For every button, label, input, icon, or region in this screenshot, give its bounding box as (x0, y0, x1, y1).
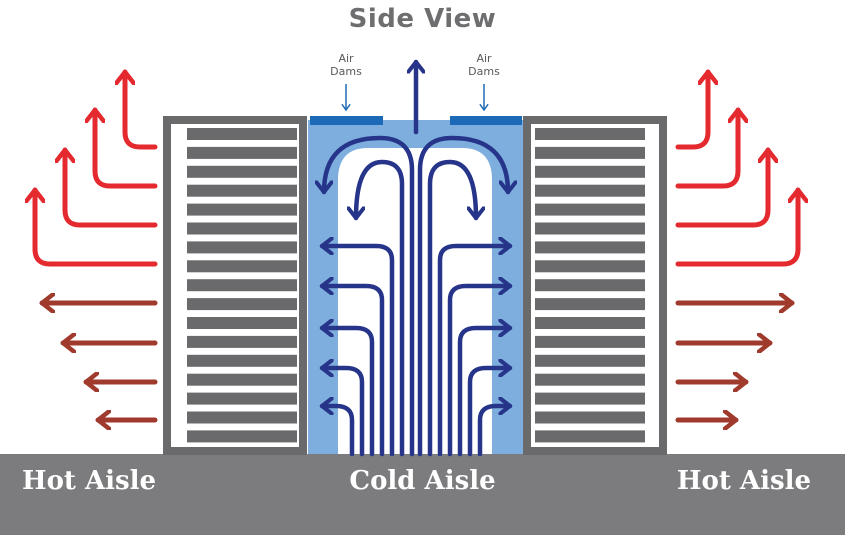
arrow-up-icon (675, 187, 798, 267)
server-slot (187, 241, 297, 254)
arrow-down-icon (324, 135, 415, 457)
air-dam-left (310, 116, 383, 125)
server-slot (187, 146, 297, 159)
server-slot (187, 317, 297, 329)
air-dam-left-label-line: Dams (330, 65, 362, 78)
arrow-up-icon (675, 69, 708, 150)
arrow-up-icon (35, 187, 158, 267)
rack-left-slots (187, 128, 297, 443)
server-slot (187, 354, 297, 367)
arrow-up-icon (125, 69, 158, 150)
server-slot (187, 411, 297, 424)
arrow-left-icon (319, 286, 385, 457)
server-slot (535, 128, 645, 140)
arrow-left-icon (319, 368, 365, 457)
server-slot (187, 430, 297, 443)
server-slot (187, 165, 297, 178)
diagram-title: Side View (348, 4, 497, 34)
server-slot (535, 184, 645, 197)
cold-aisle-label: Cold Aisle (349, 466, 496, 496)
server-slot (535, 165, 645, 178)
rack-right-slots (535, 128, 645, 443)
server-slot (535, 298, 645, 311)
arrow-right-icon (467, 368, 513, 457)
server-slot (187, 128, 297, 140)
floor-band (0, 454, 845, 535)
arrow-up-icon (675, 147, 768, 228)
server-slot (187, 335, 297, 348)
arrow-down-icon (356, 159, 405, 457)
server-slot (535, 260, 645, 273)
arrow-right-icon (437, 246, 513, 457)
air-dam-right-label: Air Dams (444, 52, 524, 78)
server-slot (535, 392, 645, 405)
cold-aisle-white-core (338, 148, 492, 454)
arrow-right-icon (457, 328, 513, 457)
arrow-left-icon (319, 328, 375, 457)
arrow-down-icon (427, 159, 476, 457)
server-slot (187, 203, 297, 216)
server-slot (535, 411, 645, 424)
server-slot (187, 260, 297, 273)
arrow-up-icon (95, 107, 158, 189)
air-dam-right (450, 116, 522, 125)
server-slot (535, 146, 645, 159)
server-slot (187, 298, 297, 311)
arrow-up-icon (675, 107, 738, 189)
server-slot (187, 184, 297, 197)
arrow-right-icon (447, 286, 513, 457)
server-slot (187, 222, 297, 235)
server-slot (535, 241, 645, 254)
server-slot (535, 317, 645, 329)
air-dam-left-label: Air Dams (306, 52, 386, 78)
air-dam-right-label-line: Dams (468, 65, 500, 78)
server-slot (535, 354, 645, 367)
air-dam-right-label-line: Air (476, 52, 492, 65)
hot-aisle-right-label: Hot Aisle (676, 466, 811, 496)
arrow-left-icon (319, 406, 355, 457)
server-slot (187, 279, 297, 292)
server-slot (187, 392, 297, 405)
hot-aisle-left-label: Hot Aisle (22, 466, 157, 496)
server-slot (535, 335, 645, 348)
arrow-down-icon (417, 135, 508, 457)
arrow-up-icon (65, 147, 158, 228)
arrow-left-icon (319, 246, 395, 457)
server-slot (535, 279, 645, 292)
air-dam-left-label-line: Air (338, 52, 354, 65)
server-slot (187, 373, 297, 386)
server-slot (535, 222, 645, 235)
server-slot (535, 203, 645, 216)
server-slot (535, 373, 645, 386)
server-slot (535, 430, 645, 443)
arrow-right-icon (477, 406, 513, 457)
